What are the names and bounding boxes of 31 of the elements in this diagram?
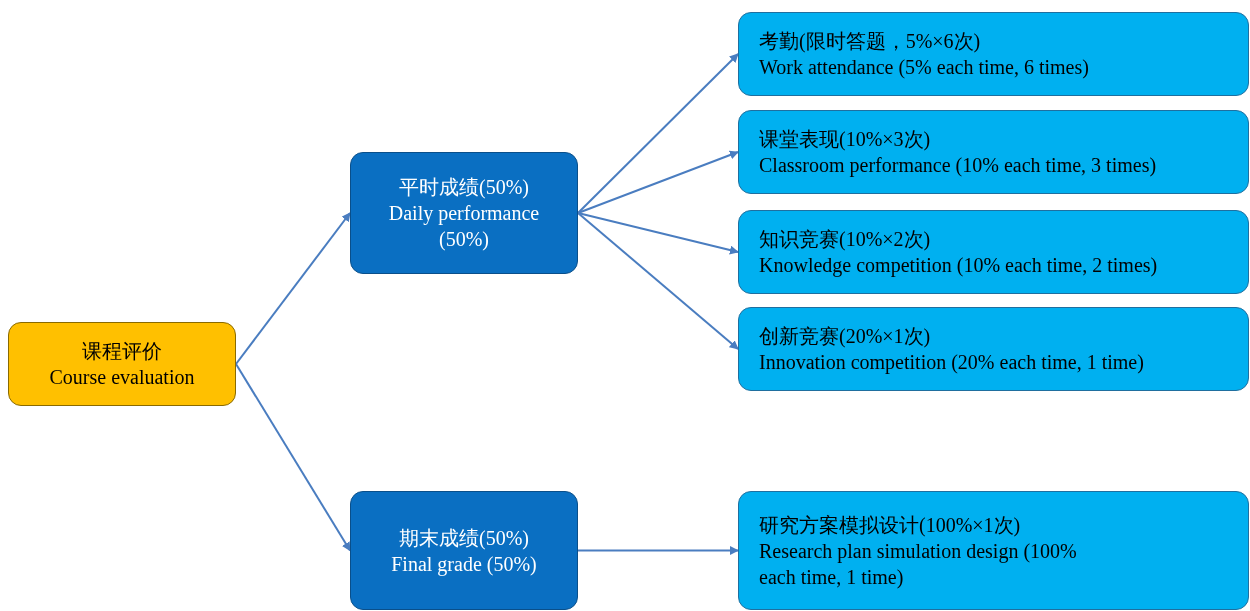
node-text: 课程评价 [82,339,162,364]
process-box [738,110,1249,194]
process-box [738,307,1249,391]
arrow [235,363,351,552]
arrow [577,150,739,214]
node-text: 课堂表现(10%×3次) [759,127,931,152]
node-text: Course evaluation [49,365,195,390]
node-text: 平时成绩(50%) [399,175,529,200]
process-box [738,210,1249,294]
arrow [577,546,739,555]
arrow [577,53,739,214]
process-box [738,491,1249,610]
node-text: Work attendance (5% each time, 6 times) [759,55,1089,80]
process-box [350,152,578,274]
node-text: Knowledge competition (10% each time, 2 times) [759,253,1158,278]
node-text: 知识竞赛(10%×2次) [759,227,931,252]
node-text: 期末成绩(50%) [399,525,529,551]
process-box [738,12,1249,96]
node-text: Research plan simulation design (100% each time, 1 time) [759,538,1078,590]
arrow [577,212,739,255]
process-box [8,322,236,406]
node-text: 考勤(限时答题，5%×6次) [759,29,981,54]
node-text: Daily performance (50%) [387,201,541,252]
node-text: Classroom performance (10% each time, 3 times) [759,153,1157,178]
arrow [235,212,351,365]
node-text: 研究方案模拟设计(100%×1次) [759,512,1021,538]
node-text: 创新竞赛(20%×1次) [759,324,931,349]
process-box [350,491,578,610]
arrow [577,212,739,350]
node-text: Innovation competition (20% each time, 1 time) [759,350,1144,375]
node-text: Final grade (50%) [391,551,537,577]
